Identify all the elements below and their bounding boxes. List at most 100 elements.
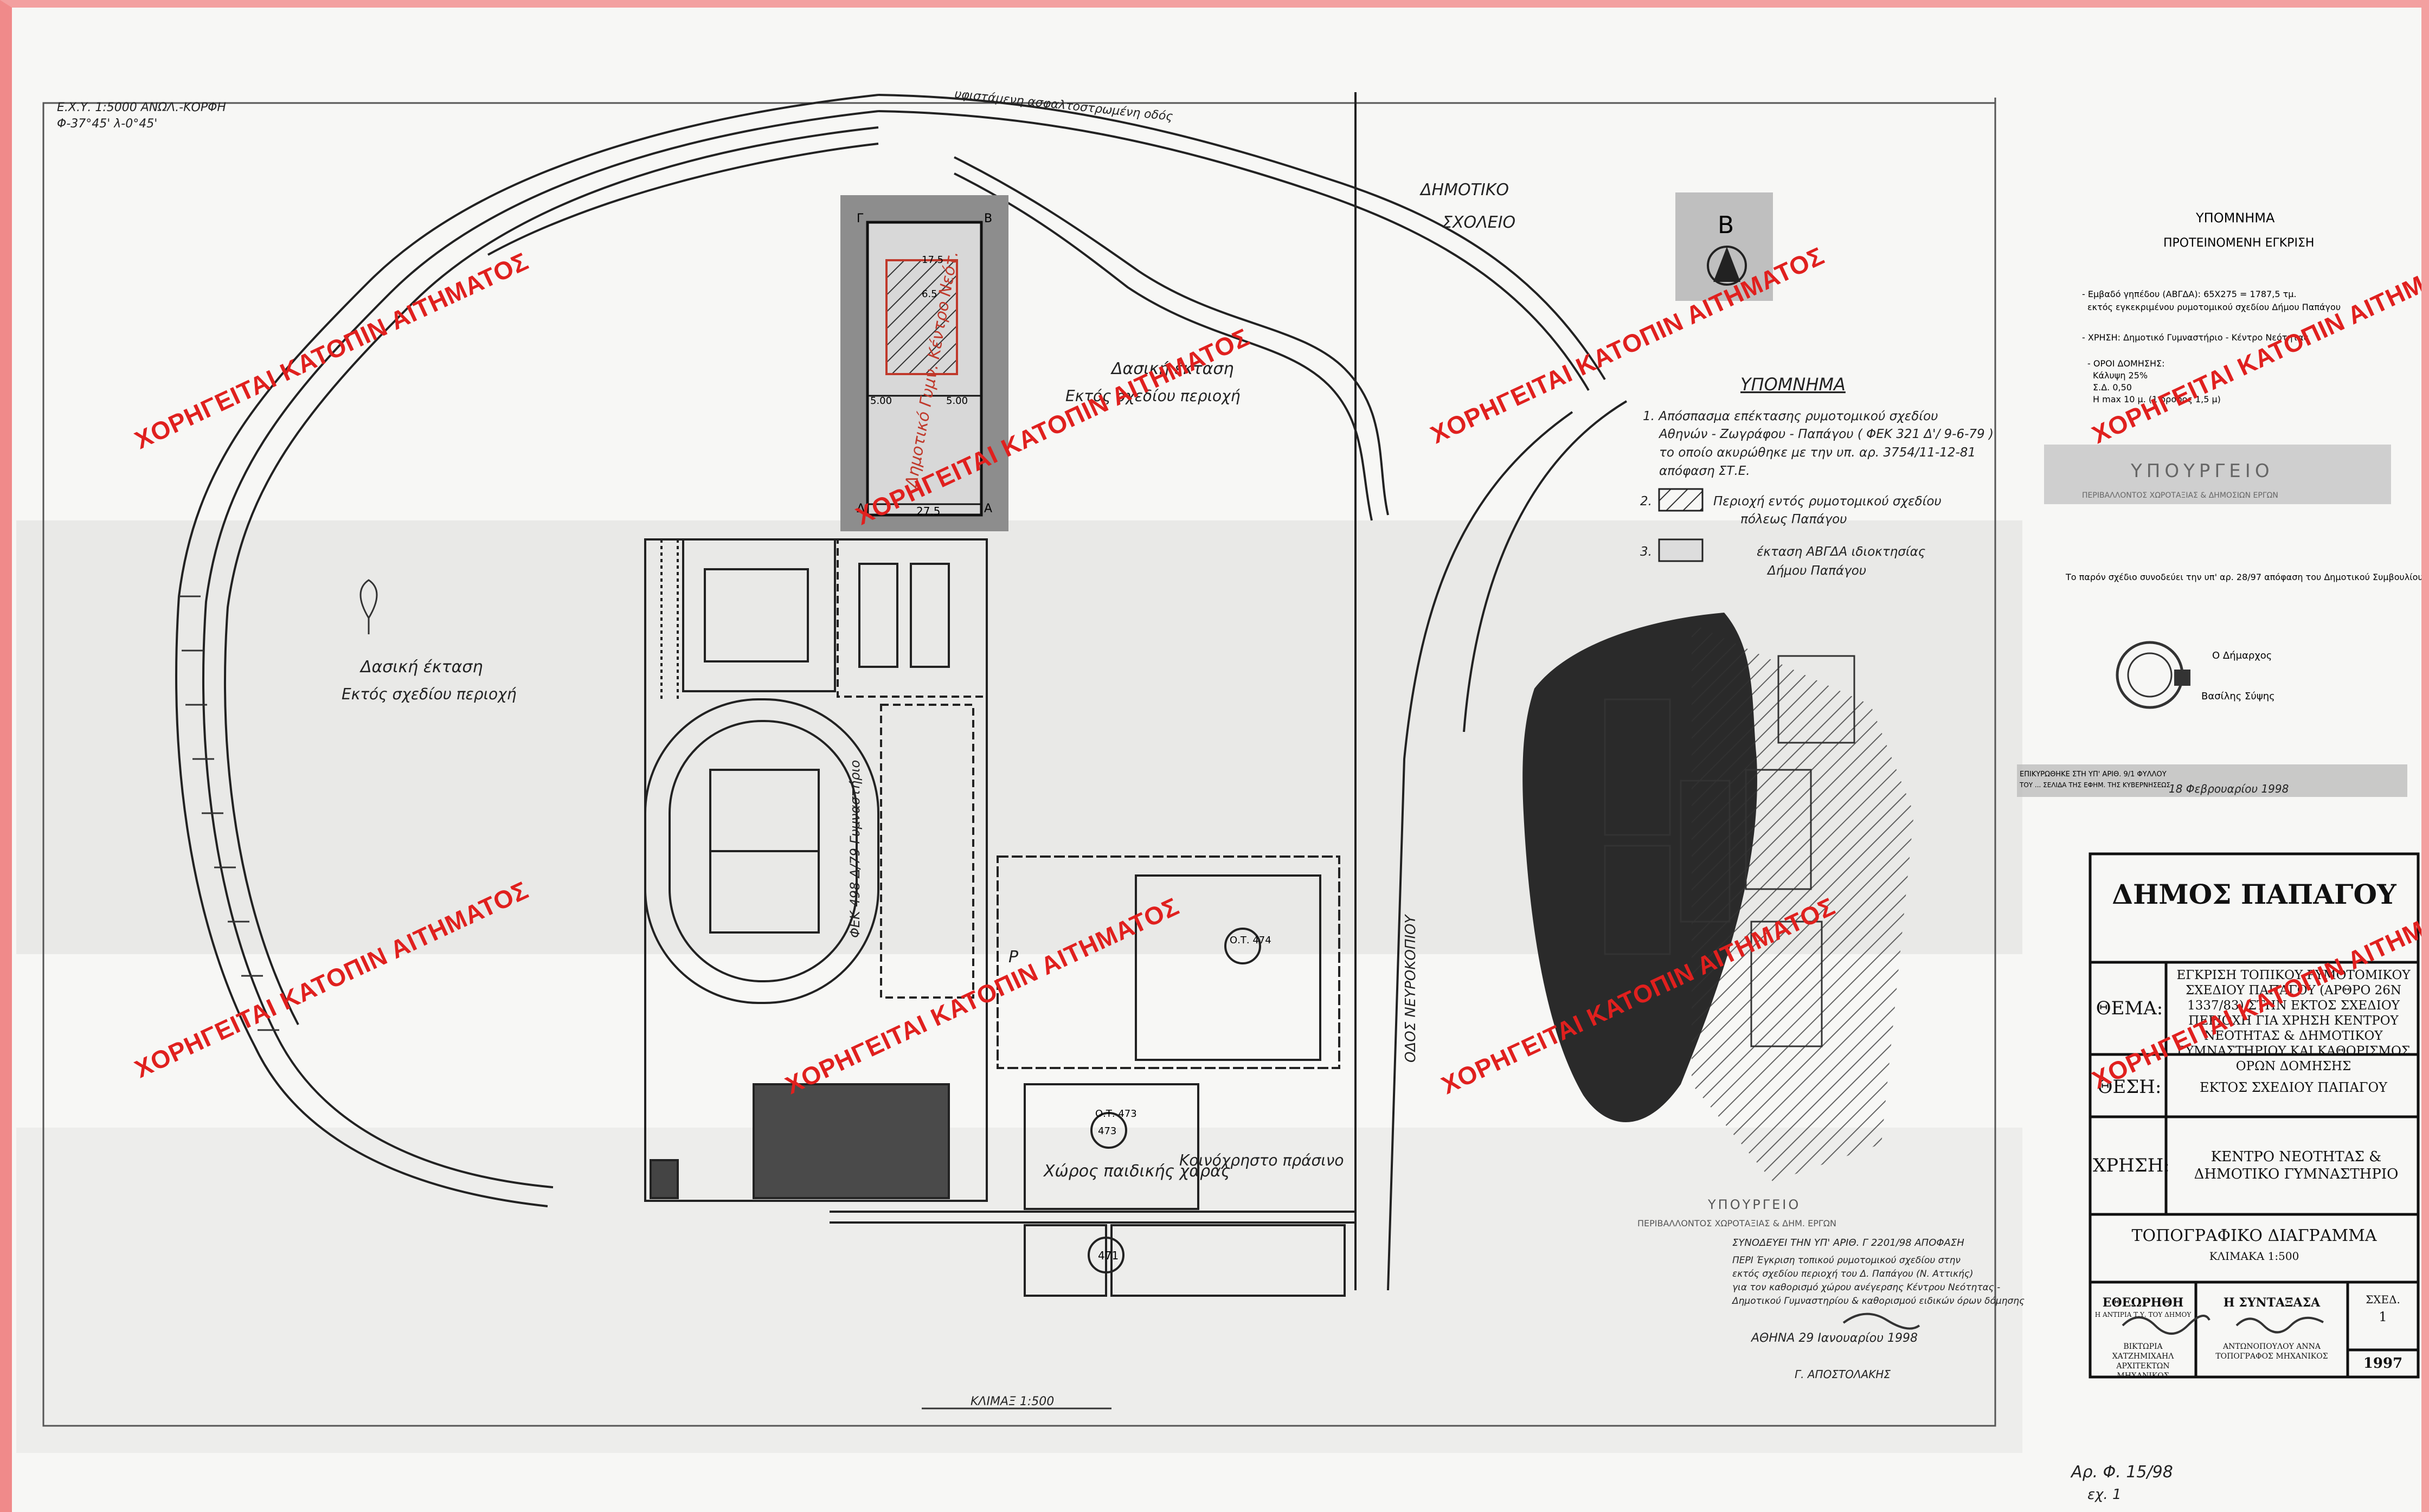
checked-sub: Η ΑΝΤΙΡΙΑ Τ.Υ. ΤΟΥ ΔΗΜΟΥ	[2094, 1311, 2192, 1318]
bottom-stamp-line5: Δημοτικού Γυμναστηρίου & καθορισμού ειδι…	[1731, 1296, 2025, 1307]
validation-stamp	[2017, 764, 2407, 797]
right-legend-title: ΥΠΟΜΝΗΜΑ	[2195, 210, 2275, 226]
bottom-stamp-signer: Γ. ΑΠΟΣΤΟΛΑΚΗΣ	[1795, 1368, 1891, 1381]
north-arrow-symbol	[1675, 192, 1773, 301]
point-g: Γ	[857, 212, 864, 226]
forest-left-1: Δασική έκταση	[359, 658, 483, 677]
north-label: Β	[1718, 211, 1734, 239]
year: 1997	[2363, 1355, 2403, 1372]
hand-legend-1b: Αθηνών - Ζωγράφου - Παπάγου ( ΦΕΚ 321 Δ'…	[1658, 427, 1994, 441]
signature-2	[2235, 1316, 2324, 1334]
curved-road-ticks	[179, 595, 279, 1031]
hand-legend-1d: απόφαση ΣΤ.Ε.	[1659, 464, 1750, 478]
hand-legend-3c: Δήμου Παπάγου	[1766, 564, 1866, 578]
ot-473-label: Ο.Τ. 473	[1095, 1108, 1137, 1119]
forest-mid-1: Δασική έκταση	[1110, 359, 1233, 378]
ot-473b-label: 473	[1098, 1125, 1116, 1137]
mayor-name: Βασίλης Σύψης	[2201, 691, 2275, 702]
dim-65: 6.5	[922, 288, 937, 300]
bottom-stamp-line1: ΣΥΝΟΔΕΥΕΙ ΤΗΝ ΥΠ' ΑΡΙΘ. Γ 2201/98 ΑΠΟΦΑΣ…	[1732, 1237, 1964, 1249]
plot-abgd	[840, 195, 1008, 531]
legend-swatch-plain	[1658, 538, 1704, 562]
point-a: Α	[984, 502, 992, 516]
right-legend-line5: Κάλυψη 25%	[2093, 370, 2148, 381]
dim-5b: 5.00	[946, 395, 968, 407]
forest-left-2: Εκτός σχεδίου περιοχή	[342, 685, 517, 703]
stamp-date: 18 Φεβρουαρίου 1998	[2169, 782, 2289, 795]
hand-legend-3a: 3.	[1640, 545, 1652, 559]
ot-471-label: 471	[1098, 1249, 1119, 1262]
right-legend-line1: - Εμβαδό γηπέδου (ΑΒΓΔΑ): 65Χ275 = 1787,…	[2082, 289, 2296, 299]
municipality-title: ΔΗΜΟΣ ΠΑΠΑΓΟΥ	[2112, 878, 2396, 910]
thesi-label: ΘΕΣΗ:	[2097, 1076, 2162, 1098]
stamp-line2: ΤΟΥ ... ΣΕΛΙΔΑ ΤΗΣ ΕΦΗΜ. ΤΗΣ ΚΥΒΕΡΝΗΣΕΩΣ	[2019, 781, 2170, 789]
point-b: Β	[984, 212, 992, 226]
right-legend-subtitle: ΠΡΟΤΕΙΝΟΜΕΝΗ ΕΓΚΡΙΣΗ	[2163, 236, 2314, 250]
school-label-2: ΣΧΟΛΕΙΟ	[1442, 213, 1515, 232]
nevrokopiou-road	[1354, 92, 1628, 1291]
p-label: Ρ	[1008, 948, 1019, 967]
bottom-ministry-title: ΥΠΟΥΡΓΕΙΟ	[1707, 1197, 1801, 1212]
sheet-number: 1	[2379, 1309, 2387, 1324]
topleft-ref: Ε.Χ.Υ. 1:5000 ΑΝΩΛ.-ΚΟΡΦΗ	[57, 101, 226, 114]
drawn-name: ΑΝΤΩΝΟΠΟΥΛΟΥ ΑΝΝΑ ΤΟΠΟΓΡΑΦΟΣ ΜΗΧΑΝΙΚΟΣ	[2215, 1342, 2328, 1361]
right-legend-line2: εκτός εγκεκριμένου ρυμοτομικού σχεδίου Δ…	[2087, 302, 2341, 312]
forest-mid-2: Εκτός σχεδίου περιοχή	[1065, 387, 1241, 405]
hand-legend-3b: έκταση ΑΒΓΔΑ ιδιοκτησίας	[1757, 545, 1925, 559]
hand-legend-title: ΥΠΟΜΝΗΜΑ	[1740, 374, 1846, 395]
hand-legend-1a: 1. Απόσπασμα επέκτασης ρυμοτομικού σχεδί…	[1643, 409, 1938, 423]
title-block-frame	[2089, 852, 2420, 1379]
green-label-1: Κοινόχρηστο πράσινο	[1179, 1151, 1344, 1169]
margin-ref: Αρ. Φ. 15/98	[2070, 1463, 2173, 1482]
xrisi-text: ΚΕΝΤΡΟ ΝΕΟΤΗΤΑΣ & ΔΗΜΟΤΙΚΟ ΓΥΜΝΑΣΤΗΡΙΟ	[2194, 1149, 2399, 1182]
signature-3	[1842, 1312, 1920, 1330]
mayor-label: Ο Δήμαρχος	[2212, 650, 2272, 661]
margin-copy: εχ. 1	[2087, 1487, 2122, 1503]
dim-275: 27.5	[916, 505, 941, 518]
hand-legend-2c: πόλεως Παπάγου	[1740, 512, 1847, 526]
playground-label: Χώρος παιδικής χαράς	[1043, 1162, 1231, 1181]
bottom-ministry-sub: ΠΕΡΙΒΑΛΛΟΝΤΟΣ ΧΩΡΟΤΑΞΙΑΣ & ΔΗΜ. ΕΡΓΩΝ	[1637, 1218, 1836, 1228]
ministry-banner	[2044, 445, 2391, 504]
gym-fek-label: ΦΕΚ 498 Δ/79 Γυμναστήριο	[847, 760, 863, 938]
in-plan-area	[1522, 613, 1914, 1182]
thesi-text: ΕΚΤΟΣ ΣΧΕΔΙΟΥ ΠΑΠΑΓΟΥ	[2200, 1080, 2387, 1095]
hand-legend-2a: 2.	[1640, 494, 1652, 509]
council-note: Το παρόν σχέδιο συνοδεύει την υπ' αρ. 28…	[2065, 572, 2429, 582]
ot-474-label: Ο.Τ. 474	[1230, 935, 1271, 946]
bottom-stamp-line2: ΠΕΡΙ Έγκριση τοπικού ρυμοτομικού σχεδίου…	[1732, 1255, 1961, 1266]
right-legend-line3: - ΧΡΗΣΗ: Δημοτικό Γυμναστήριο - Κέντρο Ν…	[2082, 332, 2309, 343]
bottom-stamp-line3: εκτός σχεδίου περιοχή του Δ. Παπάγου (Ν.…	[1732, 1269, 1974, 1279]
checked-name: ΒΙΚΤΩΡΙΑ ΧΑΤΖΗΜΙΧΑΗΛ ΑΡΧΙΤΕΚΤΩΝ ΜΗΧΑΝΙΚΟ…	[2112, 1342, 2174, 1380]
dim-5a: 5.00	[870, 395, 892, 407]
ministry-title: ΥΠΟΥΡΓΕΙΟ	[2130, 460, 2274, 482]
municipal-seal	[2116, 641, 2190, 709]
legend-swatch-hatch	[1658, 488, 1704, 512]
sheet-label: ΣΧΕΔ.	[2366, 1293, 2400, 1306]
ministry-sub: ΠΕΡΙΒΑΛΛΟΝΤΟΣ ΧΩΡΟΤΑΞΙΑΣ & ΔΗΜΟΣΙΩΝ ΕΡΓΩ…	[2082, 491, 2278, 500]
right-legend-line4: - ΟΡΟΙ ΔΟΜΗΣΗΣ:	[2087, 358, 2165, 369]
stamp-line: ΕΠΙΚΥΡΩΘΗΚΕ ΣΤΗ ΥΠ' ΑΡΙΘ. 9/1 ΦΥΛΛΟΥ	[2020, 770, 2167, 778]
scale-bar-label: ΚΛΙΜΑΞ 1:500	[971, 1395, 1054, 1408]
tree-symbol	[359, 579, 378, 634]
right-legend-line6: Σ.Δ. 0,50	[2093, 382, 2132, 393]
scale-text: ΚΛΙΜΑΚΑ 1:500	[2209, 1250, 2299, 1263]
hand-legend-2b: Περιοχή εντός ρυμοτομικού σχεδίου	[1713, 494, 1942, 509]
urban-blocks	[830, 855, 1355, 1297]
right-legend-line7: Η max 10 μ. (1 όροφος 1,5 μ)	[2093, 394, 2221, 404]
school-label-1: ΔΗΜΟΤΙΚΟ	[1419, 181, 1509, 200]
sports-complex	[644, 538, 988, 1202]
checked-label: ΕΘΕΩΡΗΘΗ	[2102, 1296, 2184, 1310]
thema-text: ΕΓΚΡΙΣΗ ΤΟΠΙΚΟΥ ΡΥΜΟΤΟΜΙΚΟΥ ΣΧΕΔΙΟΥ ΠΑΠΑ…	[2176, 968, 2411, 1073]
bottom-stamp-line4: για τον καθορισμό χώρου ανέγερσης Κέντρο…	[1732, 1282, 2000, 1293]
road-label: ΟΔΟΣ ΝΕΥΡΟΚΟΠΙΟΥ	[1403, 913, 1419, 1063]
signature-1	[2122, 1315, 2210, 1335]
diagram-title: ΤΟΠΟΓΡΑΦΙΚΟ ΔΙΑΓΡΑΜΜΑ	[2131, 1226, 2377, 1245]
bottom-stamp-date: ΑΘΗΝΑ 29 Ιανουαρίου 1998	[1750, 1331, 1918, 1345]
drawn-label: Η ΣΥΝΤΑΞΑΣΑ	[2223, 1296, 2321, 1310]
topleft-ref2: Φ-37°45' λ-0°45'	[57, 117, 157, 131]
curved-road	[175, 94, 879, 1207]
dim-175: 17.5	[922, 254, 943, 266]
